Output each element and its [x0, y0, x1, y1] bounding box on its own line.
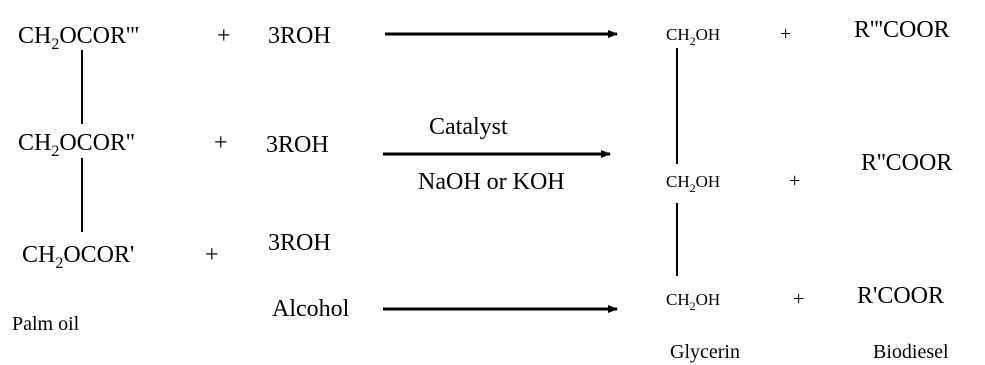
catalyst-label: Catalyst: [429, 114, 508, 140]
oil-row-2: CH2OCOR'': [18, 130, 135, 160]
product-plus-2: +: [789, 170, 800, 192]
catalyst-options: NaOH or KOH: [418, 169, 565, 195]
alcohol-label: Alcohol: [272, 296, 350, 322]
product-plus-1: +: [780, 23, 791, 45]
ester-row-1: R'''COOR: [854, 17, 950, 43]
oil-row-1: CH2OCOR''': [18, 23, 139, 53]
oil-row-3: CH2OCOR': [22, 242, 134, 272]
glycerin-row-2: CH2OH: [666, 172, 720, 195]
glycerin-row-3: CH2OH: [666, 290, 720, 313]
ester-row-2: R''COOR: [861, 150, 952, 176]
biodiesel-label: Biodiesel: [873, 341, 949, 363]
ester-row-3: R'COOR: [857, 283, 944, 309]
glycerin-row-1: CH2OH: [666, 25, 720, 48]
palm-oil-label: Palm oil: [12, 313, 80, 335]
glycerin-label: Glycerin: [670, 341, 740, 363]
product-plus-3: +: [793, 288, 804, 310]
reactant-plus-3: +: [205, 242, 219, 268]
reactant-plus-2: +: [214, 130, 228, 156]
alcohol-row-3: 3ROH: [268, 230, 331, 256]
reactant-plus-1: +: [217, 23, 231, 49]
alcohol-row-2: 3ROH: [266, 132, 329, 158]
alcohol-row-1: 3ROH: [268, 23, 331, 49]
